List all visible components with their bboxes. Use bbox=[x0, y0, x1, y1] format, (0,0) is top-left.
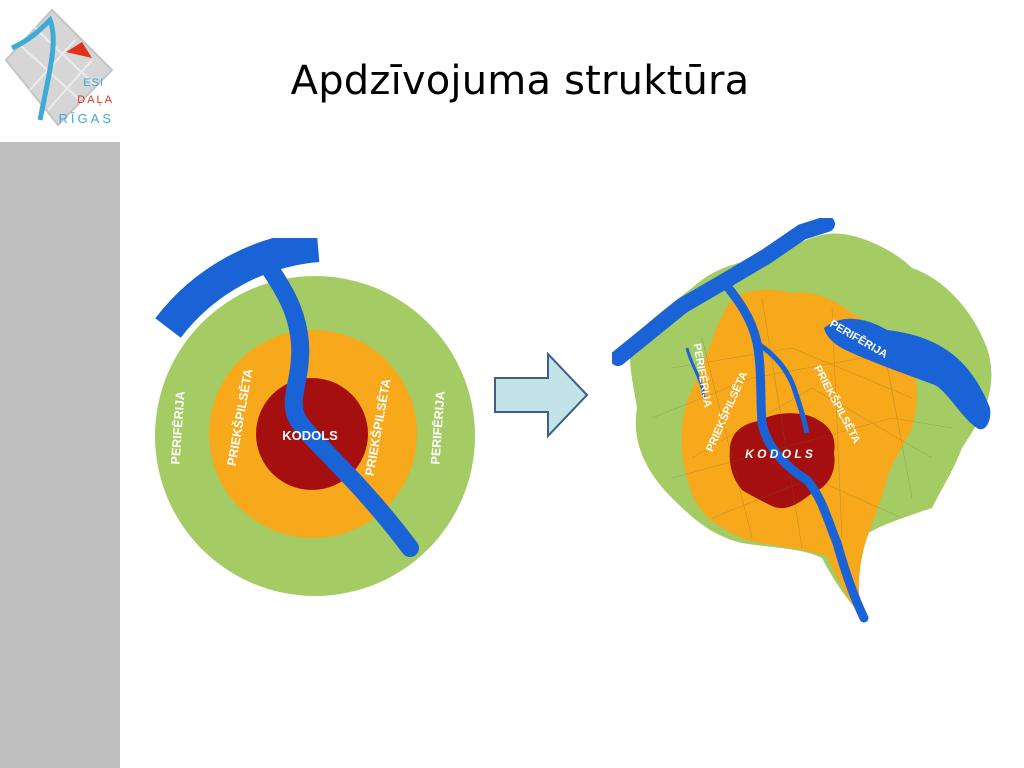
river-arc bbox=[155, 238, 320, 338]
concentric-structure-diagram: PERIFĒRIJA PRIEKŠPILSĒTA KODOLS PRIEKŠPI… bbox=[155, 238, 475, 596]
esi-dala-rigas-logo: ESI DAĻA RĪGAS bbox=[4, 8, 114, 127]
map-street-grid bbox=[651, 297, 973, 549]
logo-text-esi: ESI bbox=[83, 77, 104, 89]
logo-text-rigas: RĪGAS bbox=[59, 111, 114, 126]
map-river-west bbox=[685, 347, 706, 399]
map-gulf-coast bbox=[612, 218, 835, 366]
right-arrow-icon bbox=[494, 352, 589, 439]
map-label-core: K O D O L S bbox=[745, 447, 813, 461]
label-periphery-left: PERIFĒRIJA bbox=[168, 391, 187, 465]
map-lake bbox=[824, 318, 991, 430]
left-sidebar-bar bbox=[0, 142, 120, 768]
slide-title: Apdzīvojuma struktūra bbox=[290, 58, 750, 104]
map-river-main bbox=[717, 275, 869, 623]
river-line bbox=[259, 257, 419, 557]
logo-text-dala: DAĻA bbox=[77, 94, 114, 106]
label-core: KODOLS bbox=[282, 428, 338, 443]
label-periphery-right: PERIFĒRIJA bbox=[428, 391, 447, 465]
map-river-branch bbox=[755, 340, 810, 434]
riga-structure-map: PERIFĒRIJA PRIEKŠPILSĒTA K O D O L S PRI… bbox=[612, 218, 992, 623]
